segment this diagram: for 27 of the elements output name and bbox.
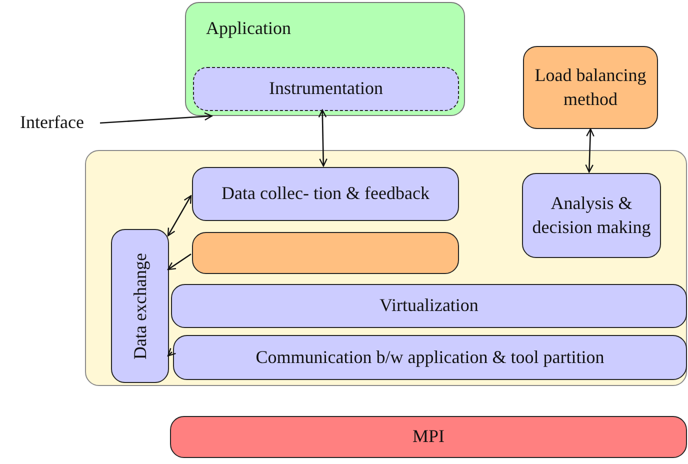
analysis-box [522, 173, 661, 258]
box-label: Instrumentation [269, 77, 383, 100]
arrow [167, 254, 192, 270]
application-box [185, 2, 465, 116]
arrow [167, 195, 192, 236]
load-balancing-box [523, 46, 658, 129]
box-label: Virtualization [380, 294, 478, 318]
arrow [100, 112, 212, 124]
instrumentation-box [193, 67, 459, 111]
arrow [318, 109, 328, 167]
box-label: Application [206, 17, 291, 40]
data-exchange-box [111, 229, 169, 383]
arrow [585, 128, 594, 173]
tool-box [192, 232, 459, 274]
box-label: Data collec- tion & feedback [222, 182, 430, 206]
virtualization-box [171, 284, 687, 328]
arrow [167, 348, 176, 356]
interface-label: Interface [20, 111, 84, 134]
box-label: Communication b/w application & tool partition [256, 346, 604, 369]
box-label: Data exchange [128, 252, 151, 361]
data-collection-box [192, 167, 459, 221]
mpi-box [170, 416, 687, 458]
communication-box [173, 335, 687, 380]
box-label: Analysis & decision making [531, 192, 652, 239]
box-label: MPI [412, 425, 444, 448]
box-label: Load balancing method [534, 64, 648, 110]
framework-panel [85, 150, 687, 386]
